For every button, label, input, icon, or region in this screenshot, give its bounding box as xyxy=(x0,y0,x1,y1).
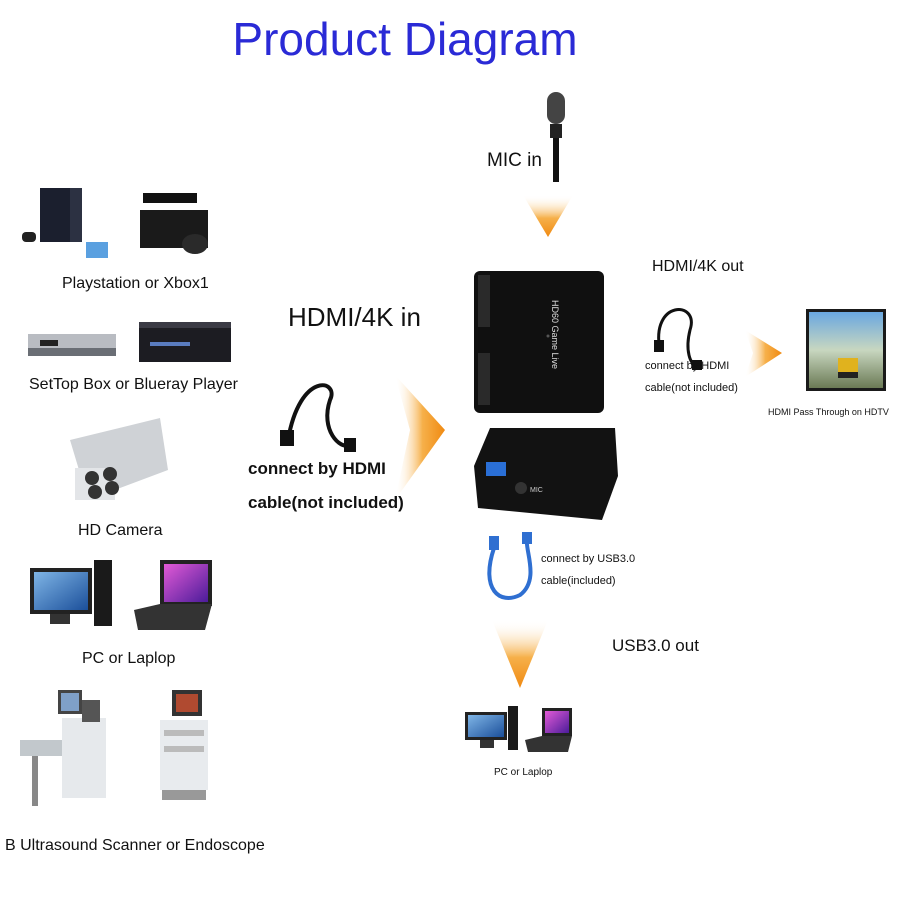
desktop-pc-icon xyxy=(30,560,112,626)
page-title: Product Diagram xyxy=(232,13,578,65)
hdtv-icon xyxy=(806,309,886,391)
usb-cable-icon xyxy=(487,532,533,600)
hdmi-out-cable-line2: cable(not included) xyxy=(645,382,738,394)
hd-camera-icon xyxy=(70,418,168,500)
hdmi-out-cable-icon xyxy=(654,308,702,370)
arrow-usb-out xyxy=(492,620,548,688)
label-mic-in: MIC in xyxy=(487,150,542,171)
label-pc: PC or Laplop xyxy=(82,650,176,667)
output-desktop-pc-icon xyxy=(465,706,518,750)
usb-cable-line1: connect by USB3.0 xyxy=(541,553,636,565)
label-medical: B Ultrasound Scanner or Endoscope xyxy=(5,837,265,854)
arrow-hdmi-out xyxy=(745,330,782,377)
settop-box-icon xyxy=(28,334,116,356)
ultrasound-scanner-icon xyxy=(20,690,106,806)
endoscope-icon xyxy=(160,690,208,800)
label-console: Playstation or Xbox1 xyxy=(62,275,209,292)
hdmi-cable-icon xyxy=(280,383,356,452)
arrow-hdmi-in xyxy=(395,375,445,500)
hdmi-out-cable-line1: connect by HDMI xyxy=(645,360,730,372)
capture-device-top xyxy=(474,271,604,413)
hdmi-in-cable-line2: cable(not included) xyxy=(248,493,404,512)
laptop-icon xyxy=(134,560,212,630)
microphone-icon xyxy=(547,92,565,182)
label-settop: SetTop Box or Blueray Player xyxy=(29,376,238,393)
label-output-pc: PC or Laplop xyxy=(494,767,553,778)
capture-device-front xyxy=(474,428,618,520)
hdmi-in-cable-line1: connect by HDMI xyxy=(248,459,386,478)
playstation-icon xyxy=(22,188,108,258)
bluray-player-icon xyxy=(139,322,231,362)
device-mic-port-label: MIC xyxy=(530,487,543,494)
label-tv-caption: HDMI Pass Through on HDTV xyxy=(768,407,889,417)
label-usb-out: USB3.0 out xyxy=(612,636,699,655)
label-hdmi-out: HDMI/4K out xyxy=(652,258,744,275)
arrow-mic-in xyxy=(523,195,573,237)
device-brand-text: HD60 Game Live xyxy=(550,300,560,370)
label-camera: HD Camera xyxy=(78,522,163,539)
label-hdmi-in: HDMI/4K in xyxy=(288,302,421,332)
output-laptop-icon xyxy=(525,708,572,752)
xbox-icon xyxy=(140,193,208,254)
usb-cable-line2: cable(included) xyxy=(541,575,616,587)
